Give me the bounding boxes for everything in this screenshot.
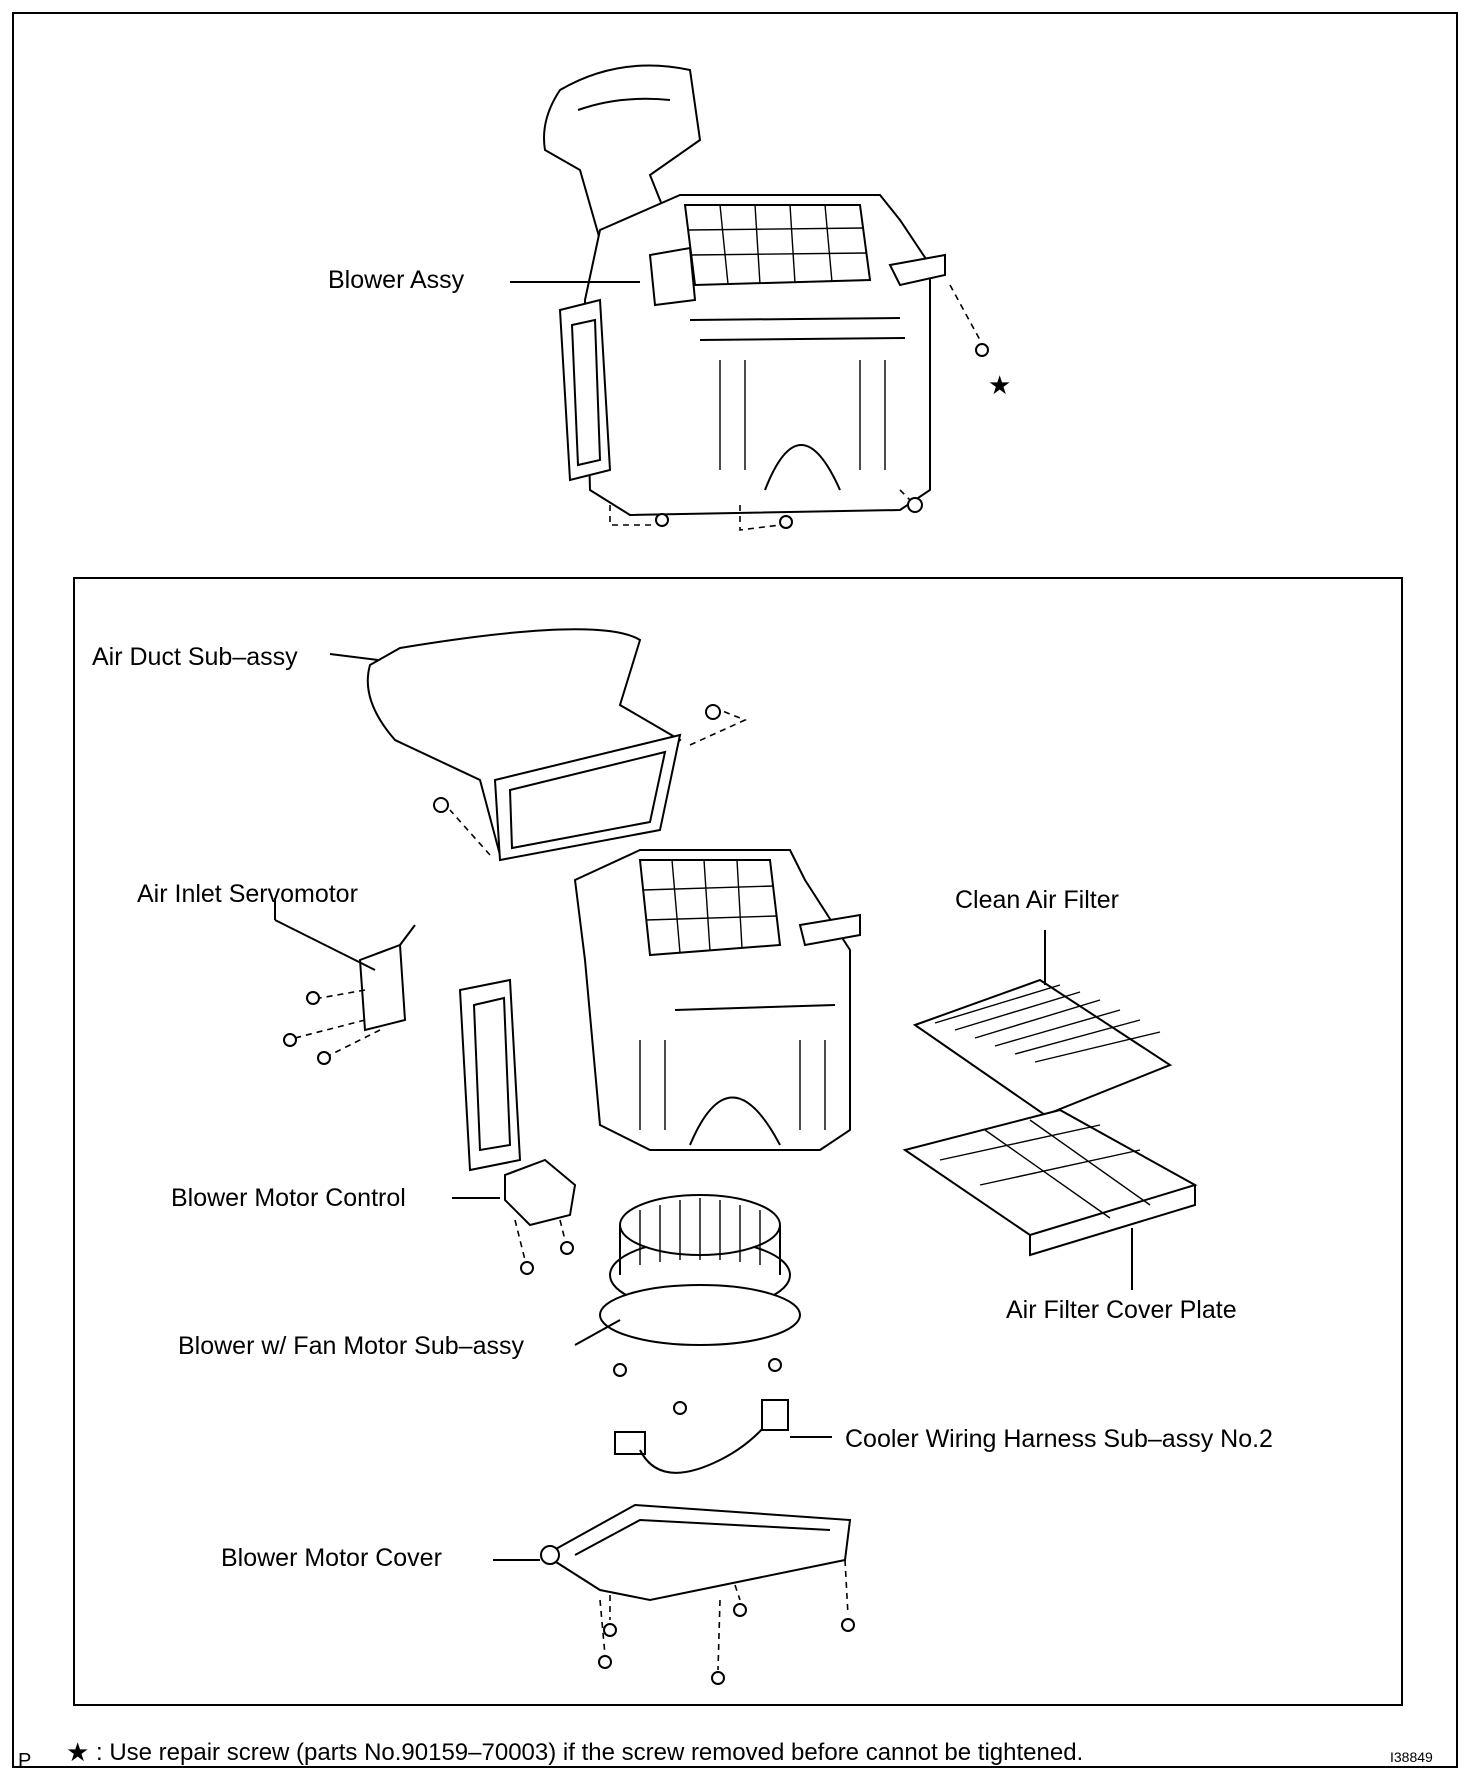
air-filter-cover-plate-illustration <box>902 1108 1198 1290</box>
air-duct-illustration <box>329 628 748 862</box>
label-blower-fan-motor: Blower w/ Fan Motor Sub–assy <box>178 1332 524 1360</box>
main-case-illustration <box>458 849 861 1172</box>
label-blower-assy: Blower Assy <box>328 266 465 294</box>
label-blower-motor-control: Blower Motor Control <box>171 1184 406 1212</box>
cooler-wiring-harness-illustration <box>614 1399 832 1474</box>
exploded-view-frame <box>73 577 1403 1706</box>
label-clean-air-filter: Clean Air Filter <box>955 886 1119 914</box>
outer-frame <box>12 12 1458 1768</box>
air-inlet-servomotor-illustration <box>274 898 416 1065</box>
label-cooler-wiring-harness: Cooler Wiring Harness Sub–assy No.2 <box>845 1425 1273 1453</box>
label-air-filter-cover-plate: Air Filter Cover Plate <box>1006 1296 1237 1324</box>
blower-fan-motor-illustration <box>574 1194 801 1415</box>
label-air-duct: Air Duct Sub–assy <box>92 643 298 671</box>
label-air-inlet-servomotor: Air Inlet Servomotor <box>137 880 358 908</box>
label-blower-motor-cover: Blower Motor Cover <box>221 1544 442 1572</box>
blower-assy-illustration <box>510 64 989 531</box>
corner-letter: P <box>18 1750 32 1772</box>
blower-motor-cover-illustration <box>493 1503 855 1685</box>
repair-note: : Use repair screw (parts No.90159–70003… <box>96 1739 1084 1766</box>
blower-motor-control-illustration <box>452 1158 577 1275</box>
note-star: ★ <box>66 1737 90 1767</box>
clean-air-filter-illustration <box>912 930 1173 1117</box>
top-star: ★ <box>988 370 1012 400</box>
figure-number: I38849 <box>1390 1749 1433 1765</box>
